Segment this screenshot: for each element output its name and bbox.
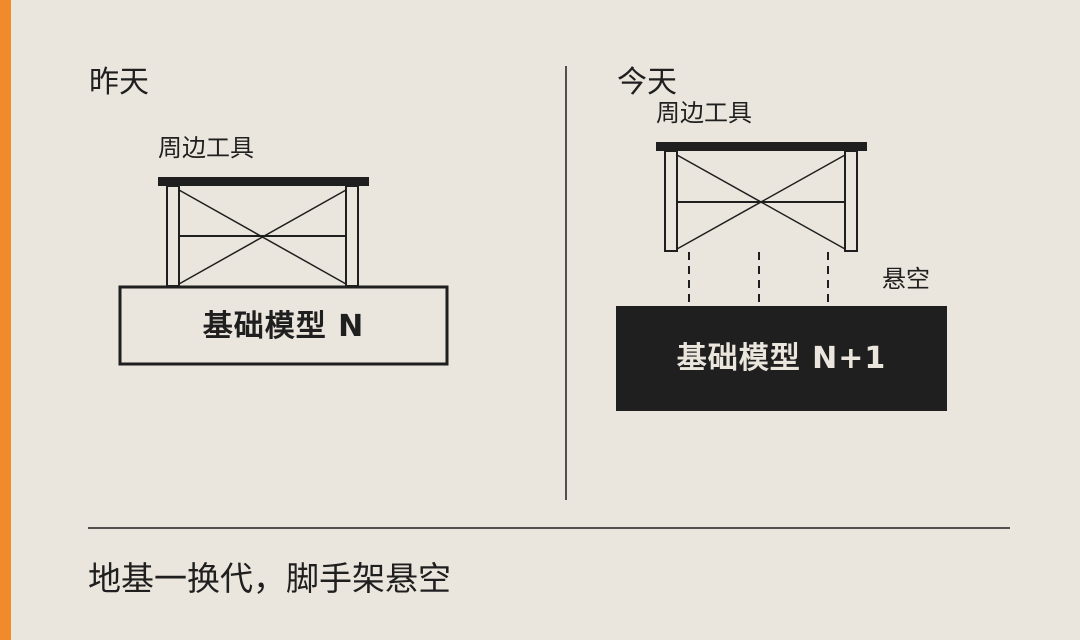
left-scaffold-brace-b <box>178 189 347 285</box>
left-base-label: 基础模型 N <box>202 309 365 344</box>
gap-label: 悬空 <box>882 265 930 293</box>
left-panel-title: 昨天 <box>89 65 149 100</box>
right-tools-label: 周边工具 <box>656 99 752 127</box>
left-scaffold-left-post <box>166 185 180 287</box>
left-scaffold-right-post <box>345 185 359 287</box>
left-scaffold <box>158 177 369 287</box>
caption: 地基一换代，脚手架悬空 <box>88 559 451 598</box>
left-base-block <box>118 285 449 366</box>
left-scaffold-top-plank <box>158 177 369 186</box>
right-base-block <box>616 306 947 411</box>
accent-bar <box>0 0 11 640</box>
right-scaffold <box>656 142 867 252</box>
right-scaffold-top-plank <box>656 142 867 151</box>
left-tools-label: 周边工具 <box>158 134 254 162</box>
right-scaffold-right-post <box>844 150 858 252</box>
right-scaffold-left-post <box>664 150 678 252</box>
suspension-lines <box>688 252 829 306</box>
right-panel-title: 今天 <box>617 65 677 100</box>
right-scaffold-brace-b <box>676 154 846 250</box>
right-base-label: 基础模型 N+1 <box>676 341 887 376</box>
